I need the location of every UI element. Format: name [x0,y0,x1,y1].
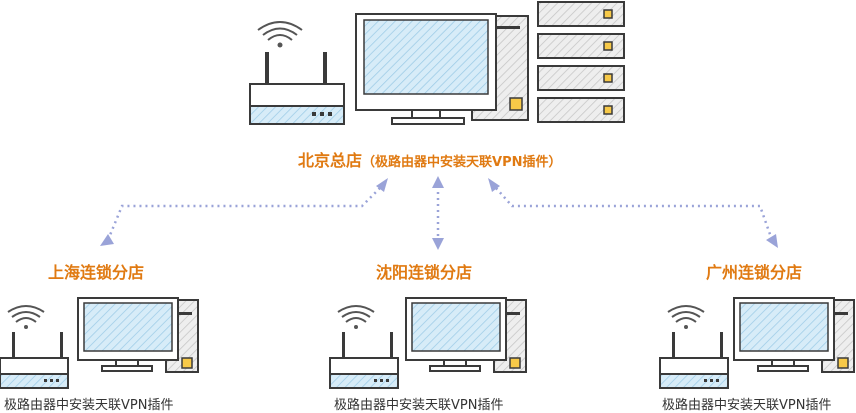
arrowhead-down-icon [766,234,778,248]
branch-title-shanghai: 上海连锁分店 [48,263,145,282]
connector-hq-shanghai [100,178,388,246]
guangzhou-computer-icon [733,297,855,373]
hq-computer-icon [355,13,529,125]
connector-hq-shenyang [432,176,444,250]
arrowhead-up-icon [376,178,388,192]
hq-server-stack-icon [537,1,625,123]
hq-label: 北京总店（极路由器中安装天联VPN插件） [298,147,562,171]
branch-caption-guangzhou: 极路由器中安装天联VPN插件 [662,398,832,413]
hq-router-icon [249,21,345,125]
arrowhead-up-icon [432,176,444,188]
shanghai-computer-icon [77,297,199,373]
branch-title-shenyang: 沈阳连锁分店 [376,263,473,282]
arrowhead-up-icon [488,178,500,192]
shanghai-router-icon [0,305,69,389]
arrowhead-down-icon [100,234,114,246]
hq-note: （极路由器中安装天联VPN插件） [362,155,562,170]
shenyang-computer-icon [405,297,527,373]
shenyang-router-icon [329,305,399,389]
branch-title-guangzhou: 广州连锁分店 [706,263,803,282]
arrowhead-down-icon [432,238,444,250]
guangzhou-router-icon [659,305,729,389]
branch-caption-shenyang: 极路由器中安装天联VPN插件 [334,398,504,413]
connector-hq-guangzhou [488,178,778,248]
branch-caption-shanghai: 极路由器中安装天联VPN插件 [4,398,174,413]
hq-title: 北京总店 [298,151,363,170]
